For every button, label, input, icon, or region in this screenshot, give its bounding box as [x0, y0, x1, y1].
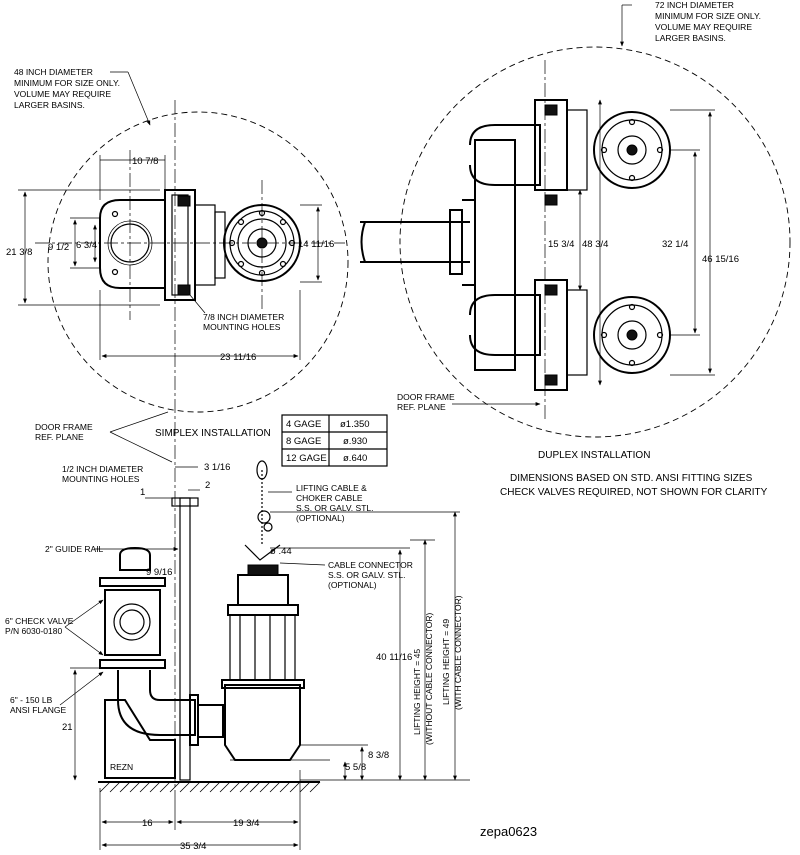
basin-72in-circle: [399, 46, 791, 438]
svg-text:CABLE CONNECTOR: CABLE CONNECTOR: [328, 560, 413, 570]
svg-text:DOOR FRAME: DOOR FRAME: [35, 422, 93, 432]
dim-46-15-16: 46 15/16: [702, 254, 739, 265]
svg-text:REZN: REZN: [110, 762, 133, 772]
svg-text:ANSI FLANGE: ANSI FLANGE: [10, 705, 67, 715]
svg-text:S.S. OR GALV. STL.: S.S. OR GALV. STL.: [296, 503, 373, 513]
dim-32-1-4: 32 1/4: [662, 239, 688, 250]
svg-text:VOLUME MAY REQUIRE: VOLUME MAY REQUIRE: [14, 89, 111, 99]
dim-5-5-8: 5 5/8: [345, 762, 366, 773]
dim-3-1-16: 3 1/16: [204, 462, 230, 473]
svg-text:(OPTIONAL): (OPTIONAL): [296, 513, 345, 523]
dim-14-11-16: 14 11/16: [298, 239, 334, 250]
svg-text:REF. PLANE: REF. PLANE: [35, 432, 84, 442]
note-door-frame-left: DOOR FRAME REF. PLANE: [35, 422, 93, 442]
svg-text:6" CHECK VALVE: 6" CHECK VALVE: [5, 616, 74, 626]
gage-row-1-gage: 4 GAGE: [286, 419, 321, 430]
dim-6-3-4: 6 3/4: [76, 240, 97, 251]
dim-9-1-2: 9 1/2: [48, 242, 69, 253]
dim-23-11-16: 23 11/16: [220, 352, 256, 363]
lift-height-without-note: (WITHOUT CABLE CONNECTOR): [424, 612, 434, 745]
duplex-installation-label: DUPLEX INSTALLATION: [538, 450, 650, 461]
dim-40-11-16: 40 11/16: [376, 652, 412, 663]
simplex-pump-top: [223, 204, 301, 282]
dim-2: 2: [205, 480, 210, 491]
simplex-installation-label: SIMPLEX INSTALLATION: [155, 428, 271, 439]
svg-text:MINIMUM FOR SIZE ONLY.: MINIMUM FOR SIZE ONLY.: [14, 78, 120, 88]
svg-text:(OPTIONAL): (OPTIONAL): [328, 580, 377, 590]
svg-text:CHOKER CABLE: CHOKER CABLE: [296, 493, 363, 503]
svg-text:P/N 6030-0180: P/N 6030-0180: [5, 626, 62, 636]
svg-text:REF. PLANE: REF. PLANE: [397, 402, 446, 412]
svg-text:MOUNTING HOLES: MOUNTING HOLES: [203, 322, 281, 332]
note-1-2-mounting-holes: 1/2 INCH DIAMETER MOUNTING HOLES: [62, 464, 143, 484]
simplex-top-view: 10 7/8 21 3/8 9 1/2 6 3/4 14 11/16 23 11…: [6, 67, 349, 413]
lift-height-with-note: (WITH CABLE CONNECTOR): [453, 595, 463, 710]
svg-text:MINIMUM FOR SIZE ONLY.: MINIMUM FOR SIZE ONLY.: [655, 11, 761, 21]
note-7-8-mounting-holes: 7/8 INCH DIAMETER MOUNTING HOLES: [203, 312, 284, 332]
note-door-frame-right: DOOR FRAME REF. PLANE: [397, 392, 455, 412]
gage-row-3-gage: 12 GAGE: [286, 453, 327, 464]
basin-48in-circle: [47, 111, 349, 413]
dim-48-3-4: 48 3/4: [582, 239, 608, 250]
dim-35-3-4: 35 3/4: [180, 841, 206, 852]
gage-row-2-dia: ø.930: [343, 436, 367, 447]
svg-text:MOUNTING HOLES: MOUNTING HOLES: [62, 474, 140, 484]
note-dimensions: DIMENSIONS BASED ON STD. ANSI FITTING SI…: [500, 473, 768, 498]
dim-21-3-8: 21 3/8: [6, 247, 32, 258]
svg-text:LARGER BASINS.: LARGER BASINS.: [14, 100, 85, 110]
svg-text:DOOR FRAME: DOOR FRAME: [397, 392, 455, 402]
svg-text:LARGER BASINS.: LARGER BASINS.: [655, 33, 726, 43]
svg-text:DIMENSIONS BASED ON STD. ANSI: DIMENSIONS BASED ON STD. ANSI FITTING SI…: [510, 473, 753, 484]
guide-rail-label: 2" GUIDE RAIL: [45, 544, 104, 554]
dim-8-3-8: 8 3/8: [368, 750, 389, 761]
dim-16: 16: [142, 818, 153, 829]
simplex-pump-body: [224, 684, 301, 761]
svg-text:S.S. OR GALV. STL.: S.S. OR GALV. STL.: [328, 570, 405, 580]
gage-row-3-dia: ø.640: [343, 453, 367, 464]
lift-height-without: LIFTING HEIGHT = 45: [412, 649, 422, 735]
duplex-top-view: 15 3/4 48 3/4 32 1/4 46 15/16 72 INCH DI…: [360, 0, 791, 498]
svg-text:CHECK VALVES REQUIRED, NOT SHO: CHECK VALVES REQUIRED, NOT SHOWN FOR CLA…: [500, 487, 768, 498]
dim-1: 1: [140, 487, 145, 498]
note-72-inch: 72 INCH DIAMETER MINIMUM FOR SIZE ONLY. …: [655, 0, 761, 43]
note-48-inch: 48 INCH DIAMETER MINIMUM FOR SIZE ONLY. …: [14, 67, 120, 110]
gage-table: 4 GAGE ø1.350 8 GAGE ø.930 12 GAGE ø.640: [281, 414, 388, 467]
gage-row-1-dia: ø1.350: [340, 419, 370, 430]
dim-19-3-4: 19 3/4: [233, 818, 259, 829]
note-flange: 6" - 150 LB ANSI FLANGE: [10, 695, 67, 715]
svg-text:7/8 INCH DIAMETER: 7/8 INCH DIAMETER: [203, 312, 284, 322]
dim-9-9-16: 9 9/16: [146, 567, 172, 578]
svg-text:1/2 INCH DIAMETER: 1/2 INCH DIAMETER: [62, 464, 143, 474]
dim-dia-44: ø .44: [270, 546, 292, 557]
dim-21: 21: [62, 722, 73, 733]
gage-row-2-gage: 8 GAGE: [286, 436, 321, 447]
simplex-elevation-view: REZN: [98, 460, 330, 793]
check-valve: [104, 589, 161, 656]
lift-height-with: LIFTING HEIGHT = 49: [441, 619, 451, 705]
svg-text:72 INCH DIAMETER: 72 INCH DIAMETER: [655, 0, 734, 10]
svg-text:VOLUME MAY REQUIRE: VOLUME MAY REQUIRE: [655, 22, 752, 32]
guide-rail: [179, 497, 191, 781]
dim-10-7-8: 10 7/8: [132, 156, 158, 167]
note-check-valve: 6" CHECK VALVE P/N 6030-0180: [5, 616, 74, 636]
dim-15-3-4: 15 3/4: [548, 239, 574, 250]
note-lifting-cable: LIFTING CABLE & CHOKER CABLE S.S. OR GAL…: [296, 483, 373, 523]
drawing-id: zepa0623: [480, 824, 537, 839]
svg-text:LIFTING CABLE &: LIFTING CABLE &: [296, 483, 367, 493]
svg-text:48 INCH DIAMETER: 48 INCH DIAMETER: [14, 67, 93, 77]
svg-text:6" - 150 LB: 6" - 150 LB: [10, 695, 53, 705]
note-cable-connector: CABLE CONNECTOR S.S. OR GALV. STL. (OPTI…: [328, 560, 413, 590]
